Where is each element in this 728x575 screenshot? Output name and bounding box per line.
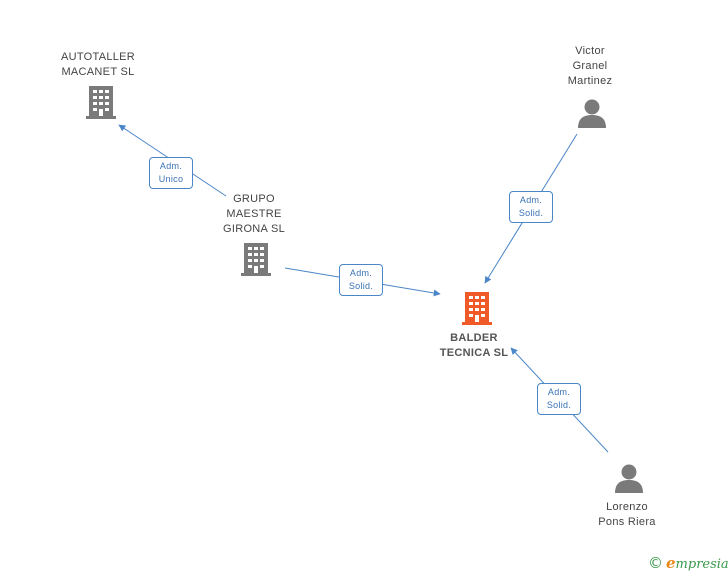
person-icon[interactable] bbox=[578, 99, 606, 129]
edge-badge-lorenzo-balder[interactable]: Adm. Solid. bbox=[537, 383, 581, 415]
brand-logo: empresia bbox=[666, 554, 728, 572]
node-label-line: GIRONA SL bbox=[223, 223, 285, 235]
edge-badge-grupo-balder[interactable]: Adm. Solid. bbox=[339, 264, 383, 296]
node-label-line: Martinez bbox=[567, 75, 613, 87]
node-label-victor[interactable]: Victor Granel Martinez bbox=[540, 44, 640, 89]
building-icon[interactable] bbox=[462, 292, 492, 325]
node-label-line: Victor bbox=[575, 45, 605, 57]
brand-logo-letter: e bbox=[666, 554, 676, 572]
node-label-line: Granel bbox=[572, 60, 608, 72]
edge-badge-victor-balder[interactable]: Adm. Solid. bbox=[509, 191, 553, 223]
node-label-line: TECNICA SL bbox=[439, 347, 509, 359]
brand-logo-text: mpresia bbox=[675, 557, 728, 572]
edge-badge-line: Adm. bbox=[349, 268, 373, 278]
edge-badge-line: Solid. bbox=[348, 281, 374, 291]
node-label-line: AUTOTALLER bbox=[60, 51, 136, 63]
footer-brand[interactable]: © empresia bbox=[648, 553, 728, 573]
node-label-grupo[interactable]: GRUPO MAESTRE GIRONA SL bbox=[204, 192, 304, 237]
node-label-line: Pons Riera bbox=[598, 516, 656, 528]
edge-badge-line: Unico bbox=[158, 174, 184, 184]
edge-badge-grupo-autotaller[interactable]: Adm. Unico bbox=[149, 157, 193, 189]
node-label-line: GRUPO bbox=[233, 193, 275, 205]
edge-badge-line: Adm. bbox=[547, 387, 571, 397]
node-label-line: MACANET SL bbox=[61, 66, 135, 78]
edge-badge-line: Adm. bbox=[159, 161, 183, 171]
copyright-icon: © bbox=[648, 554, 663, 572]
edge-badge-line: Adm. bbox=[519, 195, 543, 205]
edge-badge-line: Solid. bbox=[518, 208, 544, 218]
node-label-line: MAESTRE bbox=[226, 208, 282, 220]
building-icon[interactable] bbox=[241, 243, 271, 276]
person-icon[interactable] bbox=[615, 464, 643, 494]
node-label-line: BALDER bbox=[450, 332, 498, 344]
building-icon[interactable] bbox=[86, 86, 116, 119]
node-label-line: Lorenzo bbox=[606, 501, 648, 513]
node-label-balder[interactable]: BALDER TECNICA SL bbox=[424, 331, 524, 361]
node-label-lorenzo[interactable]: Lorenzo Pons Riera bbox=[577, 500, 677, 530]
node-label-autotaller[interactable]: AUTOTALLER MACANET SL bbox=[48, 50, 148, 80]
edge-badge-line: Solid. bbox=[546, 400, 572, 410]
